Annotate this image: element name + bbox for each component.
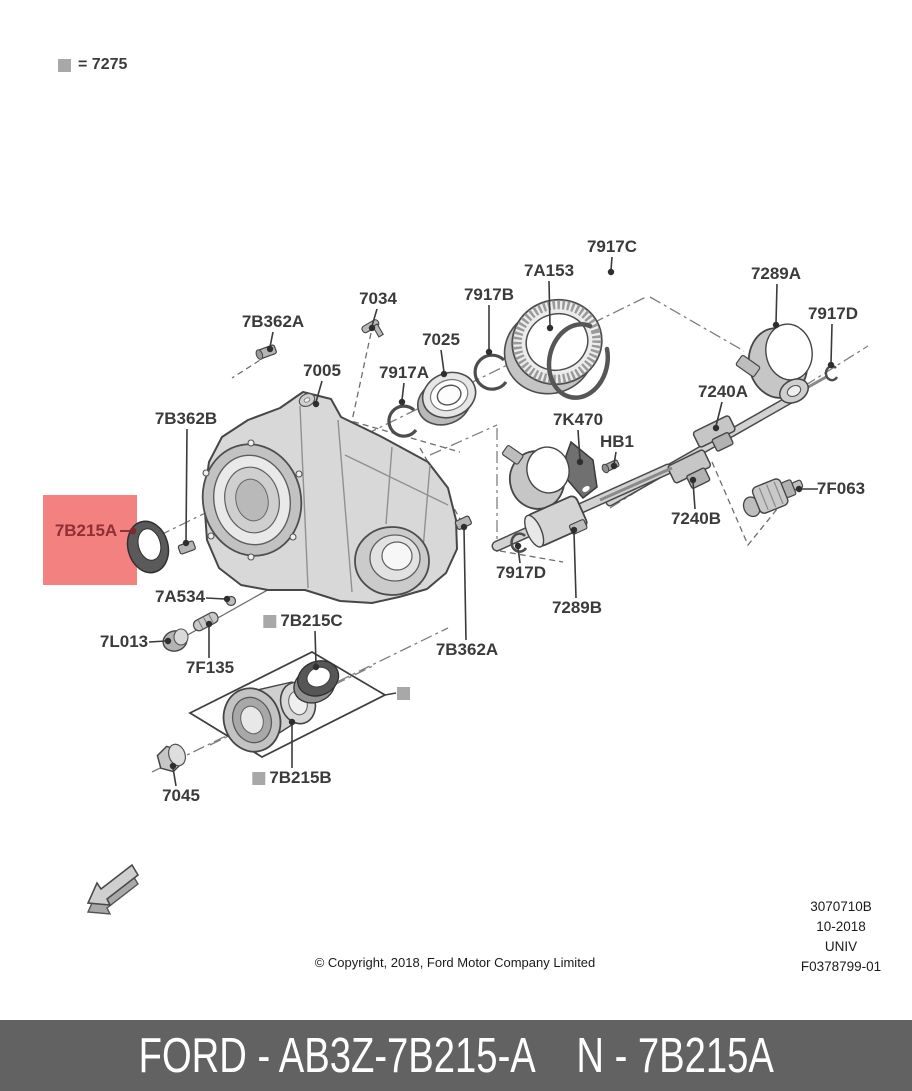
part-label-7005[interactable]: 7005 xyxy=(303,361,341,380)
part-seal-7b215a xyxy=(126,520,170,574)
doc-figure-id: F0378799-01 xyxy=(800,959,882,974)
part-label-7b215a-highlighted[interactable]: 7B215A xyxy=(54,521,118,540)
part-seal-7b215c xyxy=(293,660,340,704)
part-spring-7f135 xyxy=(192,611,219,632)
part-indicator-square xyxy=(58,58,71,72)
part-label-7l013[interactable]: 7L013 xyxy=(99,632,149,651)
banner-ford-part-number: FORD - AB3Z-7B215-A xyxy=(138,1028,536,1083)
doc-number: 3070710B xyxy=(810,899,872,914)
part-label-7f135[interactable]: 7F135 xyxy=(185,658,235,677)
part-bearing-7025 xyxy=(417,371,477,426)
part-label-7b362a-lower[interactable]: 7B362A xyxy=(435,640,499,659)
part-snapring-7917b xyxy=(473,353,508,391)
rail-rod-tip xyxy=(599,466,673,502)
part-label-7917d-top[interactable]: 7917D xyxy=(807,304,859,323)
part-hub-7b215b xyxy=(222,681,317,753)
part-label-7b362b[interactable]: 7B362B xyxy=(154,409,218,428)
part-actuator-7f063 xyxy=(742,478,804,518)
legend: = 7275 xyxy=(58,56,127,74)
part-label-7240a[interactable]: 7240A xyxy=(697,382,749,401)
part-label-7025[interactable]: 7025 xyxy=(422,330,460,349)
part-number-banner: FORD - AB3Z-7B215-A N - 7B215A xyxy=(0,1020,912,1091)
part-label-7289a[interactable]: 7289A xyxy=(750,264,802,283)
highlight-box[interactable] xyxy=(43,495,137,585)
part-label-7b215c[interactable]: 7B215C xyxy=(263,611,343,631)
doc-market: UNIV xyxy=(824,939,858,954)
leader-7b215a xyxy=(120,527,137,535)
banner-text: FORD - AB3Z-7B215-A N - 7B215A xyxy=(138,1028,773,1084)
part-label-7045[interactable]: 7045 xyxy=(162,786,200,805)
banner-base-part-number: N - 7B215A xyxy=(576,1028,774,1083)
part-clamp-7240b xyxy=(667,449,712,489)
part-snapring-7917a xyxy=(387,404,418,438)
part-snapring-7917d-lower xyxy=(510,532,528,553)
part-indicator-square xyxy=(263,614,277,628)
doc-date: 10-2018 xyxy=(816,919,866,934)
part-label-7f063[interactable]: 7F063 xyxy=(816,479,866,498)
part-indicator-square xyxy=(252,771,266,785)
part-indicator-square xyxy=(397,687,410,700)
copyright-text: © Copyright, 2018, Ford Motor Company Li… xyxy=(314,955,596,970)
part-label-hb1[interactable]: HB1 xyxy=(599,432,635,451)
part-bolt-7b362a-top xyxy=(255,344,277,360)
part-label-7a534[interactable]: 7A534 xyxy=(154,587,206,606)
legend-text: = 7275 xyxy=(78,56,128,73)
leader-dots xyxy=(164,268,835,770)
part-plug-7l013 xyxy=(162,628,189,652)
direction-arrow-icon xyxy=(86,863,140,915)
part-label-7917d-lower[interactable]: 7917D xyxy=(495,563,547,582)
part-label-7a153[interactable]: 7A153 xyxy=(523,261,575,280)
part-label-7917a[interactable]: 7917A xyxy=(378,363,430,382)
part-label-7k470[interactable]: 7K470 xyxy=(552,410,604,429)
part-housing-7005 xyxy=(201,391,458,604)
part-label-7b362a-top[interactable]: 7B362A xyxy=(241,312,305,331)
part-label-7b215b[interactable]: 7B215B xyxy=(252,768,332,788)
part-fork-7289a xyxy=(735,323,813,404)
part-snapring-7917c xyxy=(546,322,611,400)
part-label-7034[interactable]: 7034 xyxy=(359,289,397,308)
doc-info-block: 3070710B 10-2018 UNIV F0378799-01 xyxy=(775,897,907,977)
part-label-7917c[interactable]: 7917C xyxy=(586,237,638,256)
part-label-7917b[interactable]: 7917B xyxy=(463,285,515,304)
part-label-7289b[interactable]: 7289B xyxy=(551,598,603,617)
part-label-7240b[interactable]: 7240B xyxy=(670,509,722,528)
part-bracket-7k470 xyxy=(564,440,598,500)
leader-lines xyxy=(148,256,833,787)
part-clamp-7240a xyxy=(692,415,736,452)
